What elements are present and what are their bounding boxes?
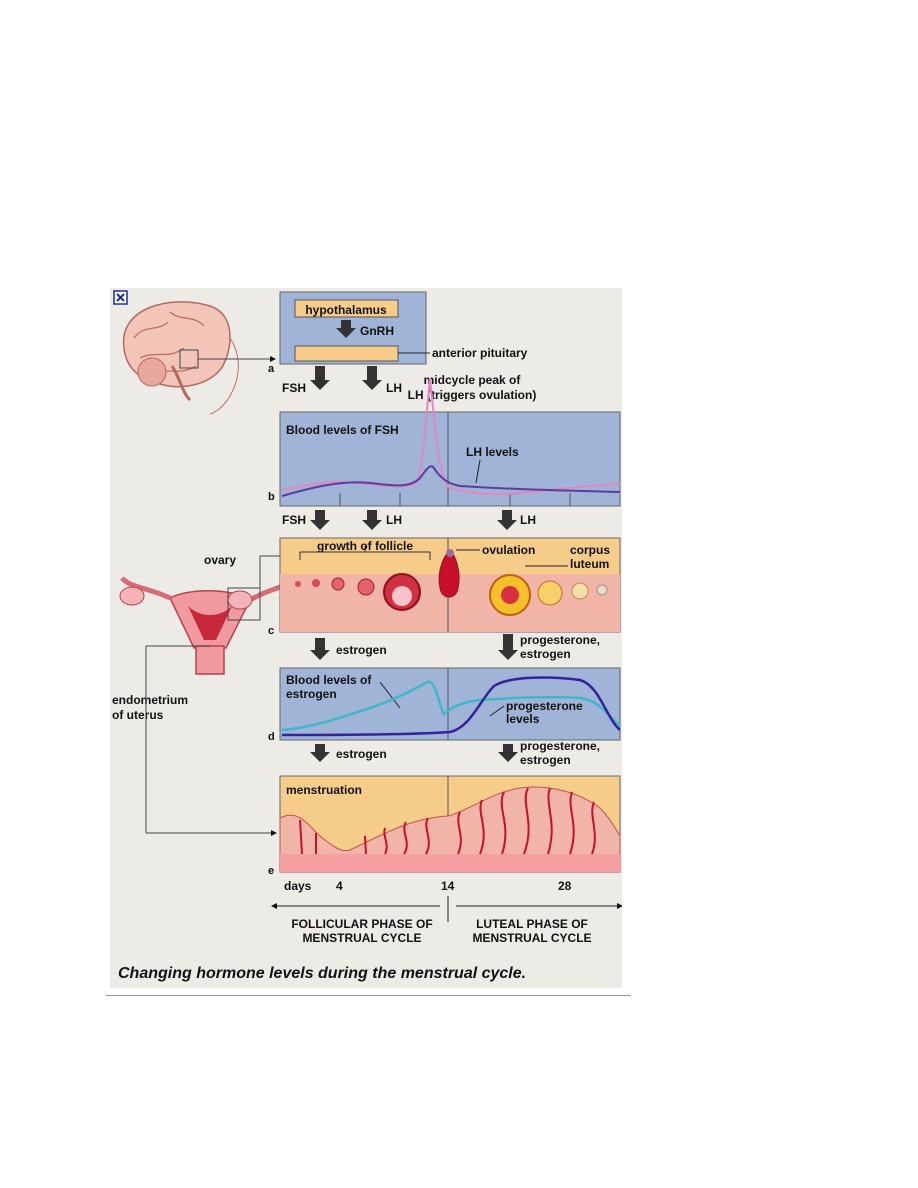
fsh-label-b: FSH [282, 513, 306, 527]
day-14-label: 14 [441, 879, 455, 893]
fsh-panel-title: Blood levels of FSH [286, 423, 399, 437]
progesterone-label-d1: progesterone, [520, 739, 600, 753]
follicular-phase-label-1: FOLLICULAR PHASE OF [291, 917, 432, 931]
panel-d-estrogen-progesterone: Blood levels of estrogen progesterone le… [112, 667, 621, 767]
panel-letter-e: e [268, 865, 274, 877]
fsh-arrow-a [310, 366, 330, 390]
lh-levels-label: LH levels [466, 445, 519, 459]
lh-label-a: LH [386, 381, 402, 395]
estrogen-label-c: estrogen [336, 643, 387, 657]
brain-illustration [122, 301, 276, 415]
lh-arrow-b2 [497, 510, 517, 530]
days-label: days [284, 879, 312, 893]
uterus-connector [145, 645, 277, 836]
midcycle-label-2: LH (triggers ovulation) [408, 388, 537, 402]
hormone-diagram-svg: hypothalamus GnRH anterior pituitary a F… [112, 290, 623, 982]
progesterone-arrow-c [498, 634, 518, 660]
progesterone-levels-label-1: progesterone [506, 699, 583, 713]
hypothalamus-label: hypothalamus [305, 303, 387, 317]
estrogen-panel-title-1: Blood levels of [286, 673, 372, 687]
estrogen-panel-title-2: estrogen [286, 687, 337, 701]
endometrium-label-2: of uterus [112, 708, 164, 722]
panel-letter-d: d [268, 731, 275, 743]
panel-e-endometrium: menstruation e days 4 14 28 FOLLICULAR P… [268, 775, 623, 945]
ovary-label: ovary [204, 553, 236, 567]
progesterone-level-curve [281, 676, 621, 737]
endometrium-label-1: endometrium [112, 693, 188, 707]
panel-a-pituitary: hypothalamus GnRH anterior pituitary a F… [268, 291, 537, 402]
panel-letter-b: b [268, 491, 275, 503]
growth-label: growth of follicle [317, 539, 413, 553]
gnrh-arrow [336, 320, 356, 338]
panel-b-fsh-lh: Blood levels of FSH LH levels b FSH LH L… [268, 377, 621, 530]
luteal-phase-label-2: MENSTRUAL CYCLE [472, 931, 591, 945]
fsh-arrow-b [310, 510, 330, 530]
lh-arrow-a [362, 366, 382, 390]
progesterone-label-c2: estrogen [520, 647, 571, 661]
lh-level-curve [281, 465, 621, 497]
hormone-figure: hypothalamus GnRH anterior pituitary a F… [110, 288, 623, 988]
corpus-label: corpus [570, 543, 610, 557]
estrogen-level-curve [281, 680, 621, 732]
broken-image-icon [113, 290, 128, 305]
estrogen-label-d: estrogen [336, 747, 387, 761]
progesterone-arrow-d [498, 744, 518, 762]
figure-caption: Changing hormone levels during the menst… [118, 965, 526, 982]
uterus-illustration: ovary [119, 553, 298, 675]
gnrh-label: GnRH [360, 324, 394, 338]
lh-arrow-b [362, 510, 382, 530]
ovulation-label: ovulation [482, 543, 535, 557]
fsh-label-a: FSH [282, 381, 306, 395]
panel-letter-a: a [268, 363, 275, 375]
estrogen-arrow-d [310, 744, 330, 762]
day-28-label: 28 [558, 879, 572, 893]
anterior-pituitary-label: anterior pituitary [432, 346, 528, 360]
progesterone-label-d2: estrogen [520, 753, 571, 767]
day-4-label: 4 [336, 879, 343, 893]
progesterone-label-c1: progesterone, [520, 633, 600, 647]
follicular-phase-label-2: MENSTRUAL CYCLE [302, 931, 421, 945]
luteum-label: luteum [570, 557, 609, 571]
estrogen-arrow-c [310, 638, 330, 660]
progesterone-levels-label-2: levels [506, 712, 540, 726]
caption-divider [106, 995, 631, 996]
panel-c-follicle: growth of follicle ovulation corpus lute… [268, 537, 621, 661]
lh-label-b: LH [386, 513, 402, 527]
luteal-phase-label-1: LUTEAL PHASE OF [476, 917, 588, 931]
menstruation-label: menstruation [286, 783, 362, 797]
lh-label-b2: LH [520, 513, 536, 527]
panel-letter-c: c [268, 625, 274, 637]
midcycle-label-1: midcycle peak of [424, 373, 522, 387]
